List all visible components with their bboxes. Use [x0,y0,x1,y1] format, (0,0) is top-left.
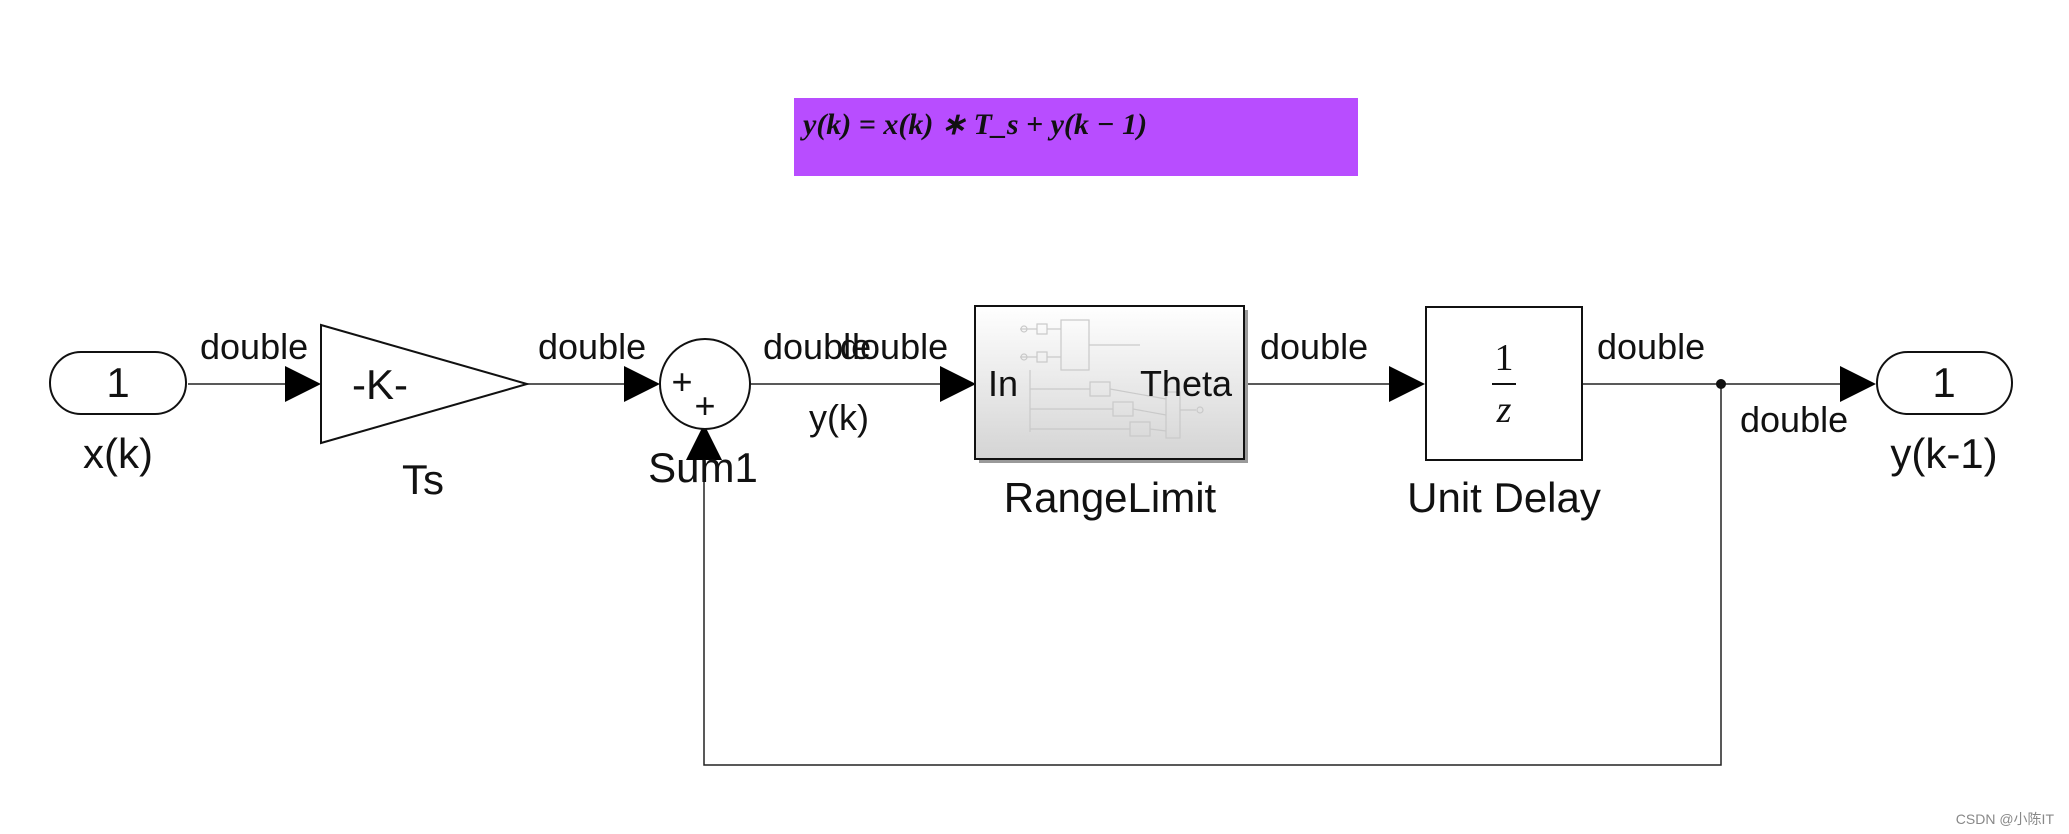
gain-value: -K- [352,361,408,408]
gain-name: Ts [402,456,444,503]
inport-name: x(k) [83,430,153,477]
sum-block[interactable]: + + Sum1 [648,338,758,491]
datatype-label-delay: double [1597,326,1705,367]
equation-text: y(k) = x(k) ∗ T_s + y(k − 1) [800,108,1147,141]
delay-numerator: 1 [1495,337,1514,379]
arrowhead-delay-in [1389,366,1425,402]
rangelimit-subsystem[interactable]: In Theta RangeLimit [974,305,1248,521]
sum-sign-bottom: + [694,385,715,426]
arrowhead-subsystem-in [940,366,976,402]
datatype-label-feedback: double [1740,399,1848,440]
sum-circle [659,338,751,430]
signal-lines [188,383,1840,766]
branch-point [1716,379,1726,389]
outport-name: y(k-1) [1890,430,1997,477]
outport-block[interactable]: 1 y(k-1) [1876,351,2013,477]
watermark: CSDN @小陈IT [1956,811,2055,827]
signal-name-yk[interactable]: y(k) [809,397,869,438]
unit-delay-block[interactable]: 1 z Unit Delay [1407,306,1601,521]
gain-triangle [320,323,531,445]
subsystem-name: RangeLimit [1004,474,1217,521]
datatype-label-inport: double [200,326,308,367]
arrowhead-sum-feedback [686,424,722,460]
datatype-label-gain: double [538,326,646,367]
equation-annotation[interactable]: y(k) = x(k) ∗ T_s + y(k − 1) [794,98,1358,176]
delay-name: Unit Delay [1407,474,1601,521]
datatype-label-sum: double [763,326,871,367]
datatype-label-subsystem-input: double [840,326,948,367]
arrowhead-outport-in [1840,366,1876,402]
annotation-background [794,98,1358,176]
datatype-label-subsystem-output: double [1260,326,1368,367]
delay-denominator: z [1496,389,1512,431]
sum-sign-left: + [671,361,692,402]
signal-datatype-labels: double double double double double doubl… [200,326,1848,440]
outport-shape [1876,351,2013,415]
subsystem-out-port-label: Theta [1140,363,1233,404]
arrowhead-gain-in [285,366,321,402]
arrowhead-sum-in [624,366,660,402]
subsystem-preview-graphic [1020,319,1204,439]
arrowheads [285,366,1876,460]
sum-name: Sum1 [648,444,758,491]
inport-number: 1 [106,359,129,406]
inport-block[interactable]: 1 x(k) [49,351,187,477]
subsystem-in-port-label: In [988,363,1018,404]
gain-block[interactable]: -K- Ts [320,323,531,503]
inport-shape [49,351,187,415]
outport-number: 1 [1932,359,1955,406]
signal-line-feedback[interactable] [703,384,1722,766]
